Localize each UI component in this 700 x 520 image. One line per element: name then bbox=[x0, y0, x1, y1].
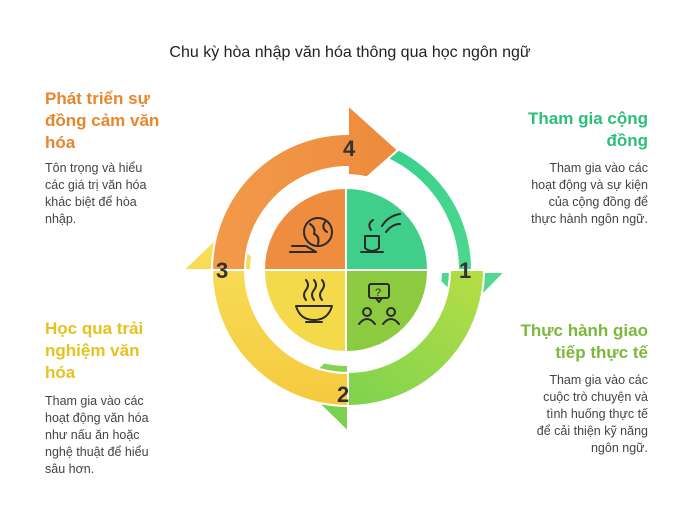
step-1-heading-line: đồng bbox=[606, 131, 648, 150]
step-3-description: Tham gia vào các hoạt động văn hóa như n… bbox=[45, 393, 149, 478]
ring-segment-1 bbox=[347, 133, 508, 312]
step-4-description-line: các giá trị văn hóa bbox=[45, 178, 147, 192]
step-3-heading-line: nghiệm văn bbox=[45, 341, 140, 360]
step-1-description: Tham gia vào các hoạt động và sự kiện củ… bbox=[531, 160, 648, 228]
step-2-description-line: ngôn ngữ. bbox=[590, 441, 648, 455]
step-1-number: 1 bbox=[459, 258, 471, 283]
step-3-description-line: như nấu ăn hoặc bbox=[45, 428, 140, 442]
step-3-description-line: sâu hơn. bbox=[45, 462, 95, 476]
step-4-description-line: nhập. bbox=[45, 212, 77, 226]
step-2-heading-line: tiếp thực tế bbox=[555, 343, 648, 362]
step-2-heading: Thực hành giao tiếp thực tế bbox=[520, 320, 648, 364]
step-2-description-line: để cải thiện kỹ năng bbox=[536, 424, 648, 438]
step-1-description-line: Tham gia vào các bbox=[549, 161, 648, 175]
people-question-chat-icon: ? bbox=[358, 283, 400, 325]
step-2-description-line: Tham gia vào các bbox=[549, 373, 648, 387]
step-4-description-line: Tôn trọng và hiểu bbox=[45, 161, 143, 175]
step-4-number: 4 bbox=[343, 136, 356, 161]
step-3-description-line: Tham gia vào các bbox=[45, 394, 144, 408]
ring-segment-3 bbox=[180, 228, 349, 408]
step-4-heading-line: hóa bbox=[45, 133, 76, 152]
globe-hand-icon bbox=[289, 217, 333, 253]
step-1-heading: Tham gia cộng đồng bbox=[528, 108, 648, 152]
step-3-description-line: hoạt động văn hóa bbox=[45, 411, 149, 425]
step-3-number: 3 bbox=[216, 258, 228, 283]
tea-cup-steam-icon bbox=[360, 213, 401, 253]
inner-circle bbox=[250, 174, 442, 366]
step-2-heading-line: Thực hành giao bbox=[520, 321, 648, 340]
step-1-heading-line: Tham gia cộng bbox=[528, 109, 648, 128]
step-1-description-line: thực hành ngôn ngữ. bbox=[531, 212, 648, 226]
step-3-description-line: nghệ thuật để hiểu bbox=[45, 445, 149, 459]
step-4-heading-line: Phát triển sự bbox=[45, 89, 150, 108]
step-2-description-line: tình huống thực tế bbox=[546, 407, 649, 421]
step-4-description: Tôn trọng và hiểu các giá trị văn hóa kh… bbox=[45, 160, 146, 228]
step-4-heading-line: đồng cảm văn bbox=[45, 111, 160, 130]
quadrant-yellow bbox=[265, 271, 345, 351]
svg-text:?: ? bbox=[375, 287, 381, 299]
step-2-description: Tham gia vào các cuộc trò chuyện và tình… bbox=[537, 372, 648, 457]
step-3-heading: Học qua trải nghiệm văn hóa bbox=[45, 318, 143, 384]
step-4-description-line: khác biệt để hòa bbox=[45, 195, 137, 209]
quadrant-green bbox=[347, 189, 427, 269]
step-2-description-line: cuộc trò chuyện và bbox=[543, 390, 648, 404]
step-3-heading-line: Học qua trải bbox=[45, 319, 144, 338]
diagram-title: Chu kỳ hòa nhập văn hóa thông qua học ng… bbox=[169, 44, 531, 61]
step-1-description-line: của cộng đồng để bbox=[548, 195, 648, 209]
ring-segment-4 bbox=[210, 102, 400, 271]
steaming-bowl-icon bbox=[295, 279, 333, 323]
step-1-description-line: hoạt động và sự kiện bbox=[531, 178, 648, 192]
step-2-number: 2 bbox=[337, 382, 349, 407]
step-4-heading: Phát triển sự đồng cảm văn hóa bbox=[45, 88, 159, 154]
step-3-heading-line: hóa bbox=[45, 363, 76, 382]
